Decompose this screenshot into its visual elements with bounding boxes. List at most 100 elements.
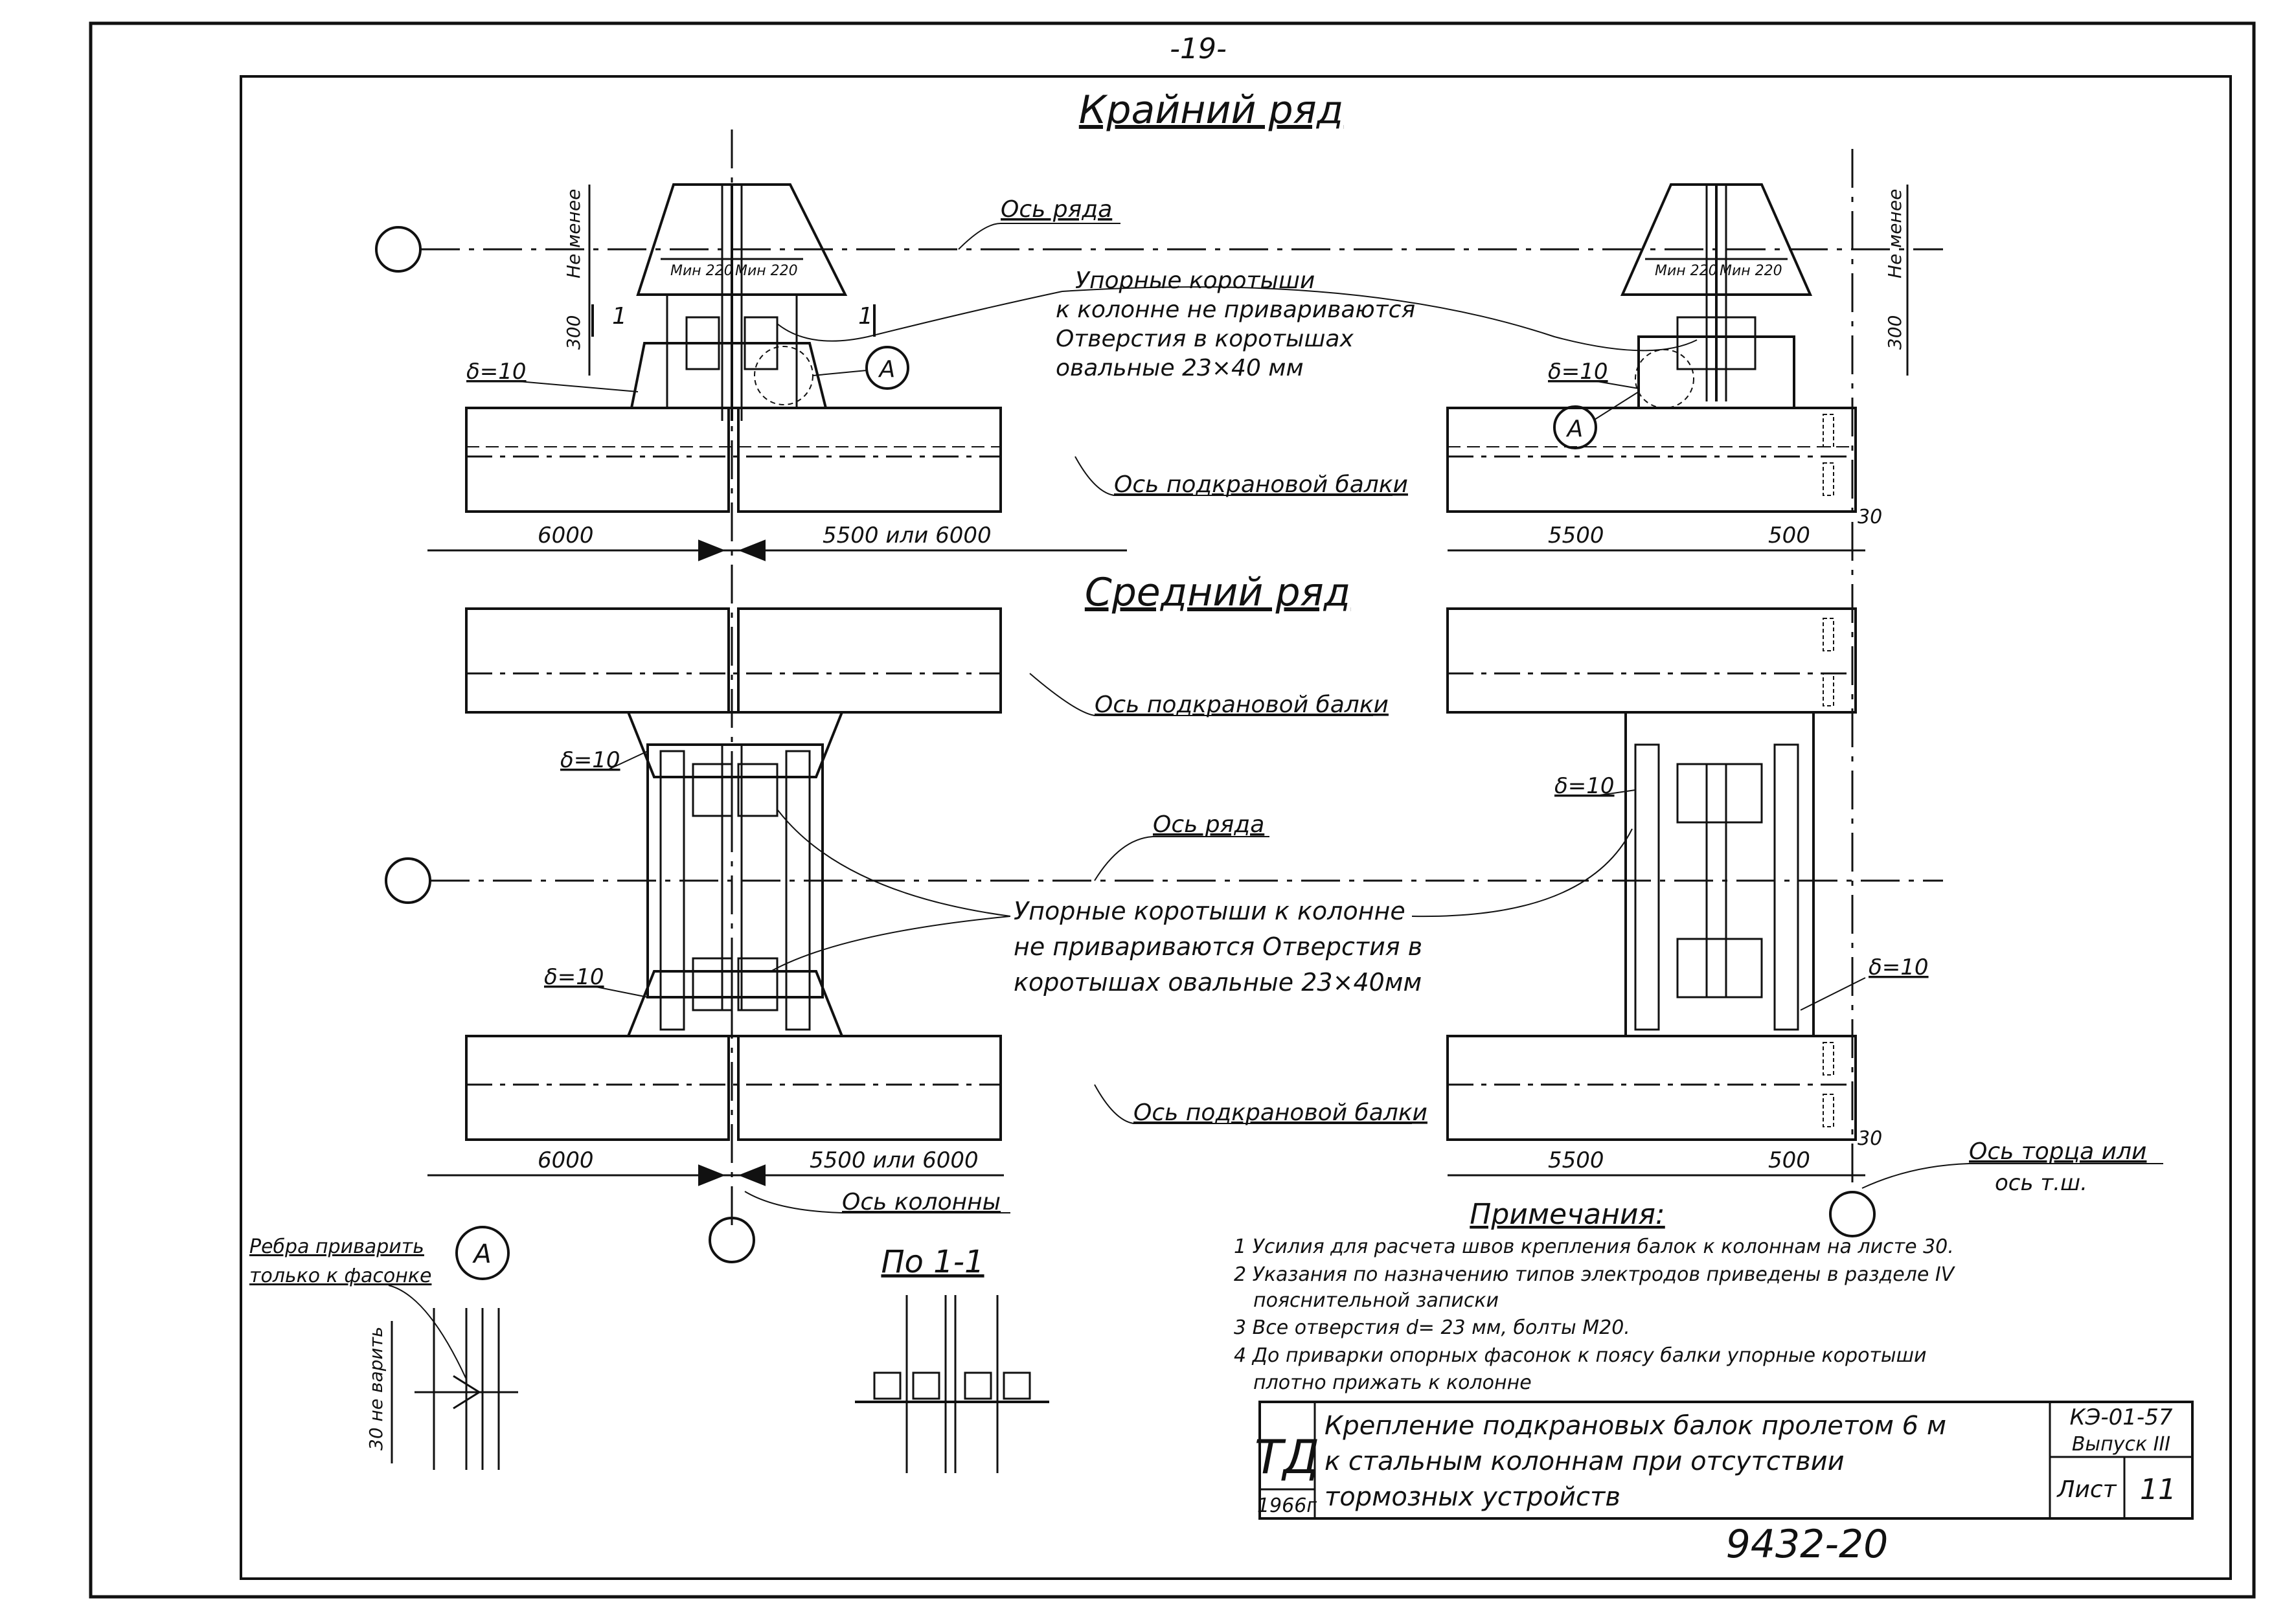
- title-block: ТД 1966г Крепление подкрановых балок про…: [1255, 1401, 2194, 1520]
- dims-middle-right: 5500 500 30: [1448, 1127, 1882, 1177]
- svg-text:коротышах овальные 23×40мм: коротышах овальные 23×40мм: [1014, 968, 1422, 997]
- svg-text:5500: 5500: [1548, 523, 1604, 548]
- heading-outer-row: Крайний ряд: [1079, 87, 1343, 133]
- detail-a: Ребра приварить только к фасонке А 30 не…: [249, 1226, 518, 1470]
- middle-row-beams-top-right: [1446, 607, 1857, 714]
- note-3: 3 Все отверстия d= 23 мм, болты М20.: [1234, 1316, 1630, 1339]
- middle-row-right-node: [1624, 711, 1815, 1037]
- title-year: 1966г: [1257, 1494, 1317, 1517]
- stops-note-outer: Упорные коротыши к колонне не привариваю…: [777, 267, 1698, 381]
- svg-text:не привариваются Отверстия в: не привариваются Отверстия в: [1014, 932, 1422, 961]
- svg-text:500: 500: [1768, 523, 1810, 548]
- thickness-middle-left-top: δ=10: [560, 747, 620, 773]
- svg-text:Мин 220: Мин 220: [1655, 263, 1718, 279]
- svg-text:300: 300: [1884, 315, 1905, 350]
- dim-300-left: Не менее 300: [563, 185, 591, 376]
- notes-title: Примечания:: [1470, 1198, 1665, 1231]
- middle-row-left-node: [626, 711, 844, 1037]
- crane-beam-axis-middle-bottom: Ось подкрановой балки: [1133, 1100, 1427, 1126]
- dim-300-left-label: 300: [563, 315, 584, 350]
- svg-text:6000: 6000: [538, 1147, 594, 1173]
- section-1-1: По 1-1: [855, 1244, 1049, 1473]
- mark-a-label: А: [878, 356, 896, 383]
- thickness-middle-right-top: δ=10: [1554, 773, 1615, 799]
- detail-a-note-2: только к фасонке: [249, 1265, 431, 1287]
- note-2-cont: пояснительной записки: [1253, 1289, 1499, 1312]
- outer-row-beams-left: [465, 407, 1002, 513]
- note-4: 4 До приварки опорных фасонок к поясу ба…: [1234, 1344, 1927, 1367]
- outer-row-left-node: Мин 220 Мин 220 1 1 А: [591, 183, 909, 421]
- detail-a-no-weld: 30 не варить: [365, 1327, 387, 1450]
- thickness-middle-left-bottom: δ=10: [544, 964, 604, 990]
- middle-row-beams-bottom-left: [465, 1035, 1002, 1141]
- cut-mark-left: 1: [612, 303, 627, 330]
- thickness-middle-right-bottom: δ=10: [1869, 954, 1929, 980]
- svg-text:5500: 5500: [1548, 1147, 1604, 1173]
- heading-middle-row: Средний ряд: [1085, 570, 1350, 615]
- dims-outer-right: 5500 500 30: [1448, 506, 1882, 552]
- svg-text:30: 30: [1858, 506, 1882, 528]
- axis-bubble-column-right: [1829, 1191, 1876, 1237]
- inner-frame: [240, 75, 2232, 1580]
- dim-6000-outer: 6000: [538, 523, 594, 548]
- cut-mark-right: 1: [858, 303, 873, 330]
- min-220-left: Мин 220: [670, 263, 733, 279]
- svg-text:к колонне не привариваются: к колонне не привариваются: [1056, 297, 1415, 323]
- svg-text:500: 500: [1768, 1147, 1810, 1173]
- middle-row-beams-top-left: [465, 607, 1002, 714]
- axis-bubble-column-left: [709, 1217, 755, 1263]
- svg-text:Мин 220: Мин 220: [1720, 263, 1782, 279]
- axis-bubble-middle-row: [385, 857, 431, 904]
- title-issue: Выпуск III: [2072, 1433, 2170, 1456]
- svg-text:Не менее: Не менее: [1884, 189, 1905, 278]
- svg-text:Отверстия в коротышах: Отверстия в коротышах: [1056, 326, 1354, 352]
- axis-lines: [375, 130, 1943, 1263]
- section-title: По 1-1: [881, 1244, 984, 1280]
- column-axis-label: Ось колонны: [842, 1189, 1001, 1215]
- detail-a-bubble: [455, 1226, 510, 1280]
- notes: Примечания: 1 Усилия для расчета швов кр…: [1234, 1198, 1956, 1394]
- mark-a-outer-left: [865, 346, 909, 390]
- note-4-cont: плотно прижать к колонне: [1253, 1371, 1532, 1394]
- outer-frame: [89, 21, 2256, 1599]
- row-axis-label-outer: Ось ряда: [1001, 196, 1112, 223]
- crane-beam-axis-outer: Ось подкрановой балки: [1114, 471, 1408, 498]
- title-line-3: тормозных устройств: [1324, 1482, 1620, 1512]
- end-axis-label-1: Ось торца или: [1969, 1138, 2146, 1165]
- svg-text:30: 30: [1858, 1127, 1882, 1150]
- title-logo: ТД: [1255, 1430, 1319, 1484]
- title-code: КЭ-01-57: [2070, 1404, 2173, 1430]
- dim-300-right: Не менее 300: [1884, 185, 1909, 376]
- outer-row-right-node: Мин 220 Мин 220 А: [1553, 183, 1813, 449]
- detail-a-note-1: Ребра приварить: [249, 1235, 424, 1258]
- svg-text:А: А: [472, 1239, 491, 1269]
- title-sheet-label: Лист: [2056, 1476, 2117, 1503]
- not-less-left: Не менее: [563, 189, 584, 278]
- stops-note-middle: Упорные коротыши к колонне не привариваю…: [770, 809, 1633, 997]
- dims-outer-left: 6000 5500 или 6000: [427, 523, 1127, 561]
- crane-beam-axis-middle-top: Ось подкрановой балки: [1095, 692, 1389, 718]
- dims-middle-left: 6000 5500 или 6000: [427, 1147, 1004, 1186]
- svg-text:5500 или 6000: 5500 или 6000: [810, 1147, 979, 1173]
- outer-row-beams-right: [1446, 407, 1857, 513]
- middle-row-beams-bottom-right: [1446, 1035, 1857, 1141]
- stamp: 9432-20: [1726, 1522, 1889, 1567]
- dim-5500-6000-outer: 5500 или 6000: [823, 523, 992, 548]
- svg-text:овальные 23×40 мм: овальные 23×40 мм: [1056, 355, 1304, 381]
- note-1: 1 Усилия для расчета швов крепления бало…: [1234, 1235, 1954, 1258]
- end-axis-label-2: ось т.ш.: [1995, 1170, 2087, 1196]
- page-number: -19-: [1170, 32, 1227, 65]
- row-axis-label-middle: Ось ряда: [1153, 811, 1264, 838]
- svg-text:Упорные коротыши: Упорные коротыши: [1075, 267, 1315, 294]
- thickness-outer-right: δ=10: [1548, 359, 1608, 385]
- note-2: 2 Указания по назначению типов электродо…: [1234, 1263, 1956, 1286]
- svg-text:А: А: [1566, 416, 1584, 442]
- title-line-2: к стальным колоннам при отсутствии: [1324, 1447, 1845, 1476]
- title-sheet-number: 11: [2140, 1473, 2176, 1506]
- min-220-right: Мин 220: [735, 263, 798, 279]
- thickness-outer-left: δ=10: [466, 359, 527, 385]
- svg-text:Упорные коротыши к колонне: Упорные коротыши к колонне: [1014, 897, 1405, 925]
- axis-bubble-outer-row: [375, 226, 422, 273]
- title-line-1: Крепление подкрановых балок пролетом 6 м: [1324, 1411, 1946, 1441]
